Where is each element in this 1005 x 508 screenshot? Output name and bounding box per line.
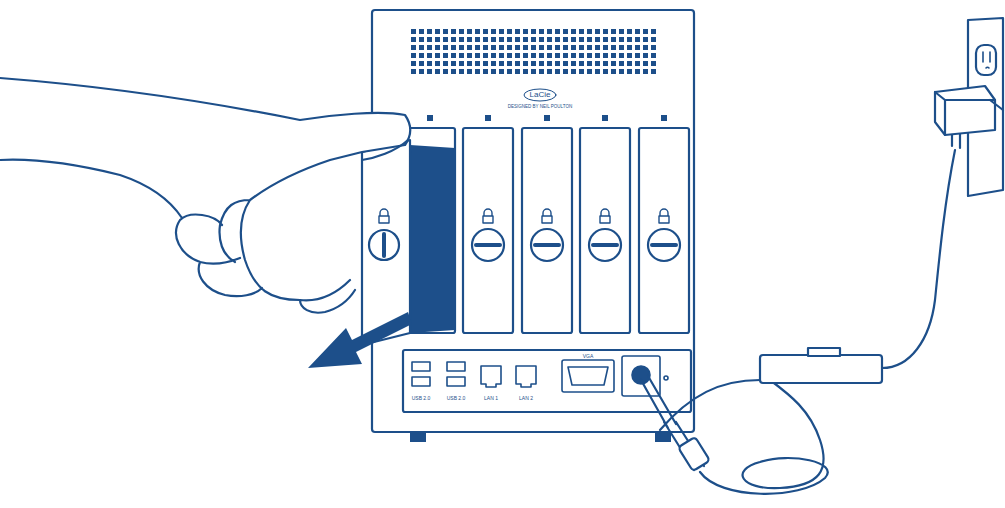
brick-cable bbox=[882, 150, 955, 368]
bay-shadow bbox=[410, 145, 455, 333]
finger bbox=[362, 140, 408, 160]
ferrite bbox=[678, 437, 710, 471]
logo-oval bbox=[524, 89, 556, 101]
socket bbox=[976, 45, 996, 75]
ports bbox=[412, 356, 668, 396]
drive-bays bbox=[463, 128, 689, 333]
tagline: DESIGNED BY NEIL POULTON bbox=[508, 105, 572, 110]
power-brick bbox=[760, 355, 882, 383]
port-label: USB 2.0 bbox=[412, 396, 431, 401]
port-label: VGA bbox=[583, 354, 594, 359]
pull-arrow bbox=[308, 312, 412, 368]
port-label: LAN 2 bbox=[519, 396, 533, 401]
hand bbox=[0, 78, 410, 313]
enclosure bbox=[372, 10, 694, 432]
wall-adapter bbox=[935, 86, 995, 135]
port-label: LAN 1 bbox=[484, 396, 498, 401]
drive-bay bbox=[405, 128, 455, 333]
adapter-edge bbox=[935, 92, 995, 135]
foot bbox=[410, 432, 426, 442]
port-label: USB 2.0 bbox=[447, 396, 466, 401]
cable-coil bbox=[660, 380, 828, 494]
port-panel bbox=[403, 350, 691, 412]
logo-text: LaCie bbox=[530, 91, 551, 99]
pulled-drive bbox=[362, 140, 410, 345]
brick-label bbox=[808, 348, 840, 356]
led-row bbox=[427, 115, 667, 121]
foot bbox=[655, 432, 671, 442]
vent-grid bbox=[408, 28, 656, 76]
